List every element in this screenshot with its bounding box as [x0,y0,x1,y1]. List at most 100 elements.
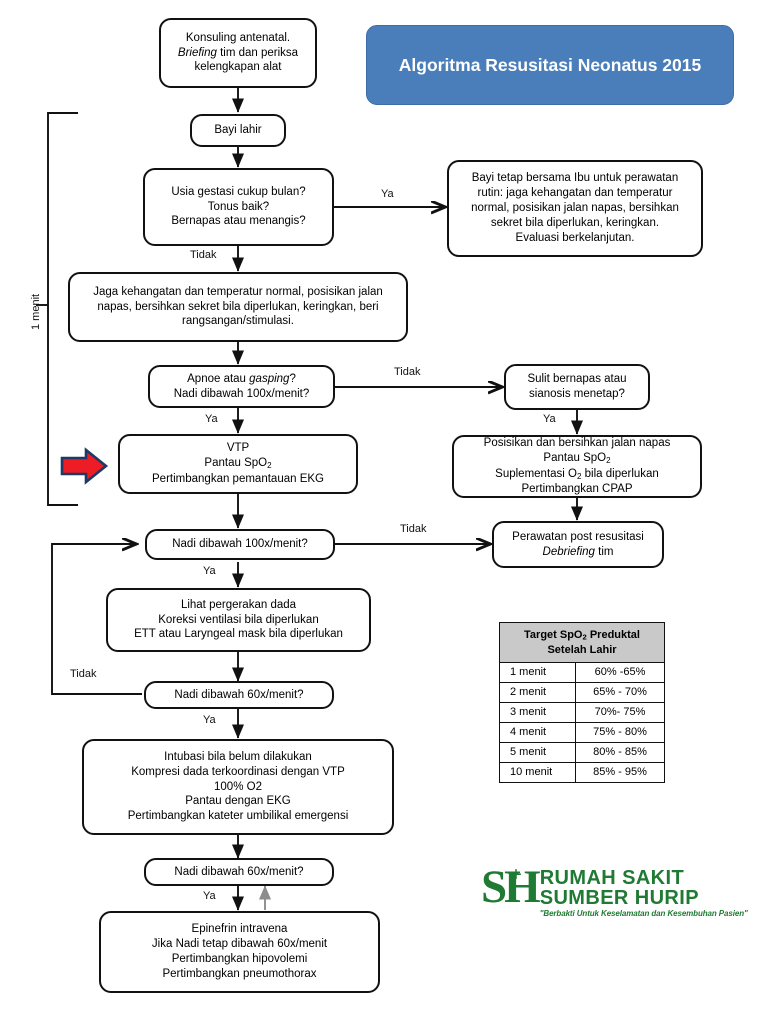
node-apnea-check: Apnoe atau gasping? Nadi dibawah 100x/me… [148,365,335,408]
compress-line4: Pantau dengan EKG [185,795,291,808]
apnea-line1: Apnoe atau gasping? [174,372,310,387]
edge-label-tidak-pulse60a: Tidak [70,668,97,680]
antenatal-line2-rest: tim dan periksa [216,46,299,59]
routine-line3: normal, posisikan jalan napas, bersihkan [471,202,679,215]
spo2-row-3-time: 4 menit [498,721,577,743]
node-initial-steps: Jaga kehangatan dan temperatur normal, p… [68,272,408,342]
epi-line3: Pertimbangkan hipovolemi [171,953,308,965]
postresus-line2-rest: tim [594,545,614,558]
node-ventilation-correction: Lihat pergerakan dada Koreksi ventilasi … [106,588,371,652]
labored-line2: sianosis menetap? [529,388,625,400]
cpap-line3-pre: Suplementasi O [495,467,577,480]
vtp-line1: VTP [226,442,250,455]
postresus-line1: Perawatan post resusitasi [512,530,644,543]
cpap-line3: Suplementasi O2 bila diperlukan [484,467,671,482]
pulse100-label: Nadi dibawah 100x/menit? [172,538,308,551]
logo-mark-s: S [481,861,507,913]
routine-line4: sekret bila diperlukan, keringkan. [490,216,660,229]
spo2-row-4-time: 5 menit [498,741,577,763]
spo2-table-body: 1 menit 60% -65% 2 menit 65% - 70% 3 men… [498,661,665,783]
apnea-line1-post: ? [289,372,296,385]
labored-line1: Sulit bernapas atau [527,373,627,386]
spo2-row-5-target: 85% - 95% [575,761,665,783]
spo2-header-sub: 2 [582,632,587,642]
bracket-label-one-minute: 1 menit [30,293,42,330]
assess-line3: Bernapas atau menangis? [171,215,306,228]
edge-label-tidak-pulse100: Tidak [400,523,427,535]
warm-line3: rangsangan/stimulasi. [182,315,294,328]
edge-label-ya-apnea: Ya [205,413,218,425]
table-row: 5 menit 80% - 85% [498,741,665,763]
antenatal-line3: kelengkapan alat [194,61,282,74]
compress-line5: Pertimbangkan kateter umbilikal emergens… [127,810,349,823]
cpap-line2: Pantau SpO2 [484,451,671,466]
table-row: 2 menit 65% - 70% [498,681,665,703]
apnea-line1-pre: Apnoe atau [187,372,250,385]
spo2-header-post: Preduktal [586,629,640,641]
spo2-header-pre: Target SpO [524,629,583,641]
vtp-line2: Pantau SpO2 [152,456,324,471]
table-row: 3 menit 70%- 75% [498,701,665,723]
vtp-spo2-sub: 2 [267,461,272,471]
chest-line1: Lihat pergerakan dada [180,598,297,611]
node-baby-born: Bayi lahir [190,114,286,147]
poster-title: Algoritma Resusitasi Neonatus 2015 [366,25,734,105]
epi-line4: Pertimbangkan pneumothorax [162,967,317,980]
cpap-spo2-sub: 2 [606,456,611,466]
logo-wordmark: RUMAH SAKIT SUMBER HURIP "Berbakti Untuk… [540,866,748,919]
logo-tagline: "Berbakti Untuk Keselamatan dan Kesembuh… [539,909,748,919]
logo-line2: SUMBER HURIP [539,886,699,909]
spo2-table-header: Target SpO2 Preduktal Setelah Lahir [499,622,665,663]
pulse60b-label: Nadi dibawah 60x/menit? [174,865,304,878]
table-row: 10 menit 85% - 95% [498,761,665,783]
edge-label-tidak-assessment: Tidak [190,249,217,261]
pulse60a-label: Nadi dibawah 60x/menit? [174,688,304,701]
edge-label-ya-labored: Ya [543,413,556,425]
compress-line2: Kompresi dada terkoordinasi dengan VTP [131,765,345,778]
cpap-o2-sub: 2 [576,471,582,481]
postresus-line2: Debriefing tim [512,545,644,560]
routine-line2: rutin: jaga kehangatan dan temperatur [477,187,673,200]
spo2-row-4-target: 80% - 85% [575,741,665,763]
baby-born-label: Bayi lahir [214,124,262,137]
antenatal-line1: Konsuling antenatal. [185,31,291,44]
spo2-target-table: Target SpO2 Preduktal Setelah Lahir 1 me… [498,622,665,783]
vtp-line2-pre: Pantau SpO [204,457,268,470]
red-pointer-arrow [60,447,109,485]
postresus-debriefing-em: Debriefing [542,545,595,558]
logo-mark-h: H [504,861,541,913]
logo-plus-icon: + [510,862,522,886]
warm-line2: napas, bersihkan sekret bila diperlukan,… [97,300,379,313]
spo2-table-header-row: Target SpO2 Preduktal Setelah Lahir [499,622,665,663]
apnea-line2: Nadi dibawah 100x/menit? [173,387,310,400]
spo2-header-line2: Setelah Lahir [547,643,617,656]
cpap-line3-post: bila diperlukan [581,467,659,480]
node-antenatal-consult: Konsuling antenatal. Briefing tim dan pe… [159,18,317,88]
node-vtp: VTP Pantau SpO2 Pertimbangkan pemantauan… [118,434,358,494]
node-routine-care: Bayi tetap bersama Ibu untuk perawatan r… [447,160,703,257]
routine-line1: Bayi tetap bersama Ibu untuk perawatan [471,172,679,185]
assess-line1: Usia gestasi cukup bulan? [171,185,306,198]
node-labored-breathing-check: Sulit bernapas atau sianosis menetap? [504,364,650,410]
table-row: 1 menit 60% -65% [498,661,665,683]
chest-line2: Koreksi ventilasi bila diperlukan [158,613,319,626]
node-pulse-below-60-first: Nadi dibawah 60x/menit? [144,681,334,709]
node-epinephrine: Epinefrin intravena Jika Nadi tetap diba… [99,911,380,993]
title-line1: Algoritma Resusitasi Neonatus [398,54,658,75]
spo2-row-0-target: 60% -65% [575,661,665,683]
compress-line1: Intubasi bila belum dilakukan [164,750,312,763]
spo2-row-3-target: 75% - 80% [575,721,665,743]
warm-line1: Jaga kehangatan dan temperatur normal, p… [93,285,383,298]
logo-line1: RUMAH SAKIT [539,867,685,889]
antenatal-line2: Briefing tim dan periksa [178,46,298,61]
spo2-row-2-time: 3 menit [498,701,577,723]
apnea-gasping-em: gasping [249,372,290,385]
compress-line3: 100% O2 [214,780,262,793]
epi-line2: Jika Nadi tetap dibawah 60x/menit [151,938,328,951]
edge-label-ya-pulse60b: Ya [203,890,216,902]
logo-monogram-icon: SH + [481,862,541,911]
epi-line1: Epinefrin intravena [191,923,288,936]
hospital-logo: SH + RUMAH SAKIT SUMBER HURIP "Berbakti … [481,862,748,919]
edge-label-ya-pulse60a: Ya [203,714,216,726]
